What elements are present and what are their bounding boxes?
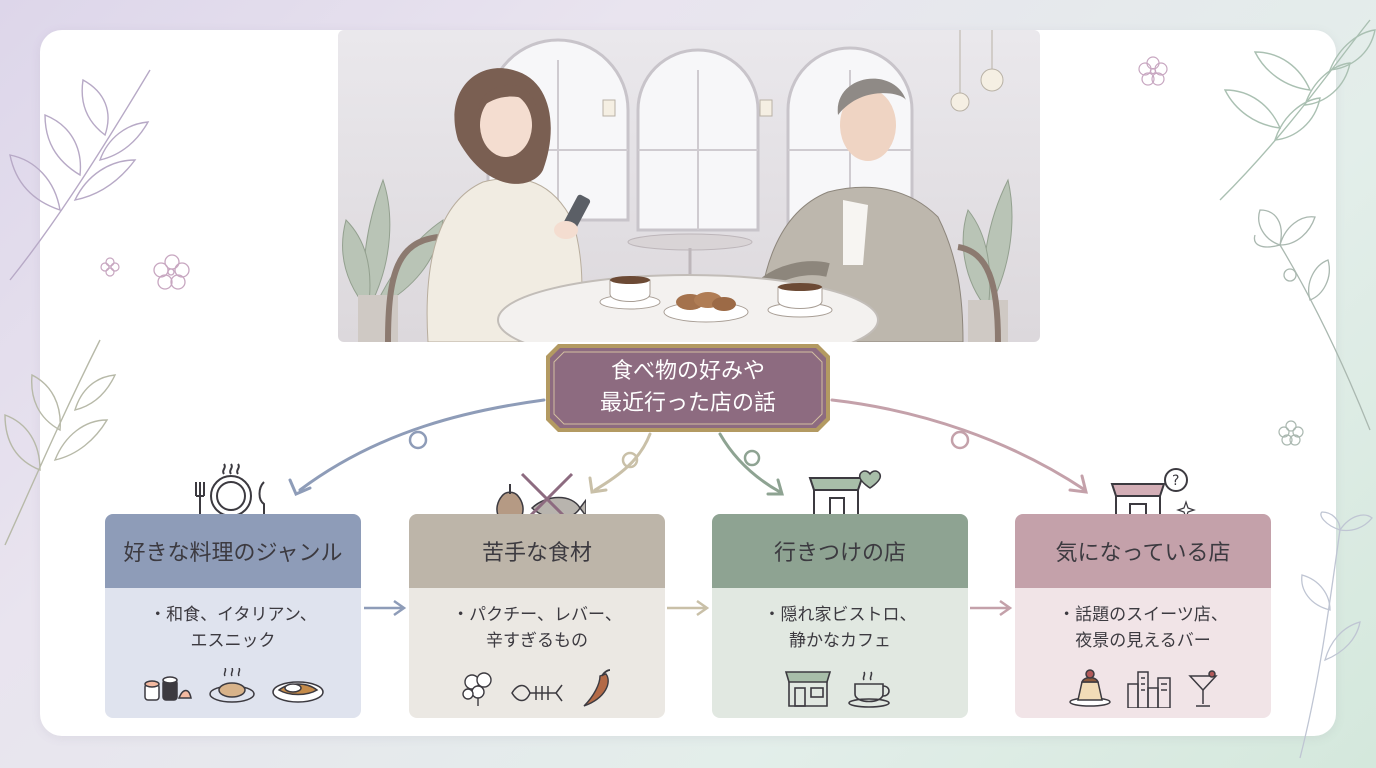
cilantro-icon — [462, 672, 492, 706]
storefront-icon — [784, 671, 832, 707]
flower-left-icon — [153, 254, 190, 290]
plate-cutlery-icon — [195, 463, 265, 517]
leaf-branch-left-bottom-icon — [4, 339, 117, 546]
card-body: ・隠れ家ビストロ、 静かなカフェ — [712, 588, 968, 718]
center-topic-label: 食べ物の好みや 最近行った店の話 — [544, 342, 832, 434]
category-card-places-of-interest: 気になっている店 ・話題のスイーツ店、 夜景の見えるバー — [1015, 514, 1271, 718]
pudding-icon — [1069, 669, 1111, 707]
card-text-line2: 静かなカフェ — [789, 631, 891, 651]
card-title: 苦手な食材 — [409, 514, 665, 588]
card-text-line2: エスニック — [190, 631, 276, 651]
card-title: 行きつけの店 — [712, 514, 968, 588]
small-flower-left-icon — [100, 257, 120, 277]
card-text-line1: ・パクチー、レバー、 — [452, 605, 622, 625]
card-body: ・和食、イタリアン、 エスニック — [105, 588, 361, 718]
curry-icon — [272, 681, 324, 703]
card-body: ・パクチー、レバー、 辛すぎるもの — [409, 588, 665, 718]
coffee-cups — [599, 276, 833, 318]
cocktail-glass-icon — [1188, 670, 1218, 707]
category-card-regular-places: 行きつけの店 ・隠れ家ビストロ、 静かなカフェ — [712, 514, 968, 718]
flow-arrow-3 — [970, 599, 1013, 617]
card-text-line1: ・和食、イタリアン、 — [149, 605, 317, 625]
leaf-branch-left-top-icon — [9, 69, 151, 281]
card-text-line2: 辛すぎるもの — [486, 631, 588, 651]
cafe-scene-illustration — [338, 30, 1040, 342]
chili-pepper-icon — [583, 669, 611, 707]
card-title: 好きな料理のジャンル — [105, 514, 361, 588]
flower-stem-right-icon — [1253, 209, 1371, 431]
city-skyline-icon — [1127, 671, 1171, 708]
card-text-line2: 夜景の見えるバー — [1075, 631, 1211, 651]
fish-bone-icon — [511, 684, 563, 702]
pasta-icon — [209, 668, 255, 703]
flower-stem-bottom-right-icon — [1299, 511, 1373, 759]
flower-top-right-icon — [1138, 56, 1168, 86]
card-title: 気になっている店 — [1015, 514, 1271, 588]
flow-arrow-2 — [667, 599, 710, 617]
leaf-branch-right-top-icon — [1219, 19, 1376, 201]
store-heart-icon — [808, 470, 882, 519]
sushi-icon — [144, 676, 192, 701]
card-text-line1: ・話題のスイーツ店、 — [1058, 605, 1228, 625]
category-card-disliked-ingredients: 苦手な食材 ・パクチー、レバー、 辛すぎるもの — [409, 514, 665, 718]
category-card-favorite-cuisine: 好きな料理のジャンル ・和食、イタリアン、 エスニック — [105, 514, 361, 718]
card-body: ・話題のスイーツ店、 夜景の見えるバー — [1015, 588, 1271, 718]
small-flower-right-icon — [1278, 420, 1304, 446]
center-label-frame — [546, 344, 830, 432]
pastry-plate — [663, 292, 749, 323]
flow-arrow-1 — [364, 599, 407, 617]
coffee-cup-icon — [848, 671, 890, 708]
center-topic-line2: 最近行った店の話 — [599, 391, 776, 416]
svg-text:?: ? — [1172, 473, 1179, 489]
center-topic-line1: 食べ物の好みや — [610, 359, 765, 384]
card-text-line1: ・隠れ家ビストロ、 — [763, 605, 917, 625]
